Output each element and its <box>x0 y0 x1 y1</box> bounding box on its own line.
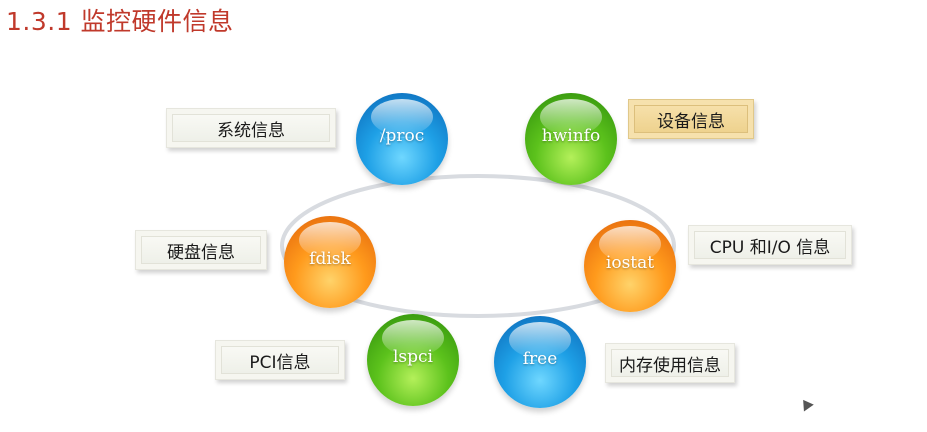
page-title: 1.3.1 监控硬件信息 <box>6 7 234 36</box>
label-system-info: 系统信息 <box>166 108 336 148</box>
node-fdisk: fdisk fdisk <box>284 216 376 308</box>
label-pci-info: PCI信息 <box>215 340 345 380</box>
node-hwinfo: hwinfo hwinfo <box>525 93 617 185</box>
label-cpu-io-info: CPU 和I/O 信息 <box>688 225 852 265</box>
label-memory-info: 内存使用信息 <box>605 343 735 383</box>
label-device-info: 设备信息 <box>628 99 754 139</box>
node-free: free free <box>494 316 586 408</box>
node-proc: /proc /proc <box>356 93 448 185</box>
label-disk-info: 硬盘信息 <box>135 230 267 270</box>
node-iostat: iostat iostat <box>584 220 676 312</box>
node-lspci: lspci lspci <box>367 314 459 406</box>
